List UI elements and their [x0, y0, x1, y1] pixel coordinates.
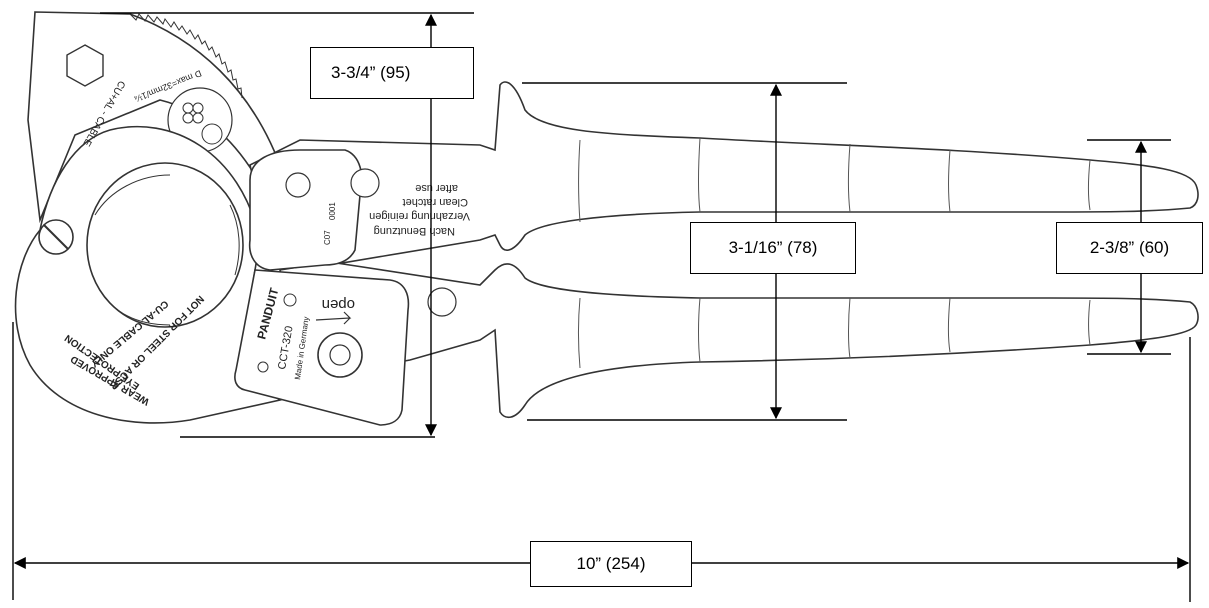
dimension-label-jaw-height: 3-3/4” (95) [310, 47, 474, 99]
marking-ratchet-de-1: Nach Benutzung [374, 225, 455, 237]
cutting-opening [86, 162, 244, 328]
lower-handle [279, 261, 1199, 419]
grip-segments [578, 137, 1091, 369]
dimension-label-handle-flare: 3-1/16” (78) [690, 222, 856, 274]
dimension-label-handle-tip: 2-3/8” (60) [1056, 222, 1203, 274]
marking-ratchet-en-1: Clean ratchet [403, 196, 468, 208]
marking-serial: 0001 [328, 202, 337, 220]
upper-handle [249, 81, 1199, 266]
hex-bolt [66, 44, 104, 87]
blade-arm [248, 149, 363, 271]
dimension-label-overall-length: 10” (254) [530, 541, 692, 587]
ratchet-teeth [129, 13, 243, 99]
marking-open: open [322, 296, 355, 313]
tool-body [14, 11, 1199, 426]
marking-ratchet-de-2: Verzahnung reinigen [369, 210, 470, 222]
marking-ratchet-en-2: after use [415, 182, 458, 194]
marking-code: C07 [323, 230, 332, 245]
